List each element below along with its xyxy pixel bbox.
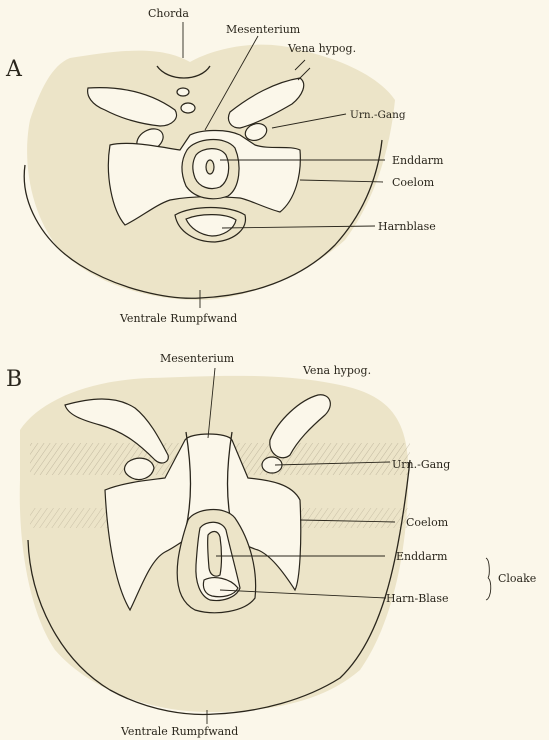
panel-a-label-enddarm: Enddarm xyxy=(392,154,444,167)
panel-b-label-vena-hypog: Vena hypog. xyxy=(302,364,371,377)
panel-b-letter: B xyxy=(6,367,22,392)
panel-a-label-urn-gang: Urn.-Gang xyxy=(350,109,406,121)
panel-b-label-mesenterium: Mesenterium xyxy=(160,352,235,365)
panel-a-enddarm-lumen xyxy=(206,160,214,174)
panel-b-label-ventrale-rumpfwand: Ventrale Rumpfwand xyxy=(120,725,238,738)
panel-b: B Mesenter xyxy=(6,352,536,738)
panel-b-cloake-bracket xyxy=(486,558,491,600)
panel-a-letter: A xyxy=(5,57,23,82)
panel-b-enddarm-lumen xyxy=(208,531,222,576)
panel-b-urn-gang-left xyxy=(125,458,154,479)
panel-b-label-coelom: Coelom xyxy=(406,516,449,529)
panel-a-label-mesenterium: Mesenterium xyxy=(226,23,301,36)
panel-a-label-chorda: Chorda xyxy=(148,7,189,20)
panel-a-label-coelom: Coelom xyxy=(392,176,435,189)
panel-b-label-urn-gang: Urn.-Gang xyxy=(392,458,450,471)
panel-a-small-vessel-lower xyxy=(181,103,195,113)
panel-a-label-ventrale-rumpfwand: Ventrale Rumpfwand xyxy=(119,312,237,325)
panel-a: A xyxy=(5,7,444,325)
panel-a-small-vessel-upper xyxy=(177,88,189,96)
panel-b-label-enddarm: Enddarm xyxy=(396,550,448,563)
panel-a-label-vena-hypog: Vena hypog. xyxy=(287,42,356,55)
panel-b-label-harn-blase: Harn-Blase xyxy=(386,592,449,605)
panel-b-label-cloake: Cloake xyxy=(498,572,536,585)
panel-a-label-harnblase: Harnblase xyxy=(378,220,436,233)
